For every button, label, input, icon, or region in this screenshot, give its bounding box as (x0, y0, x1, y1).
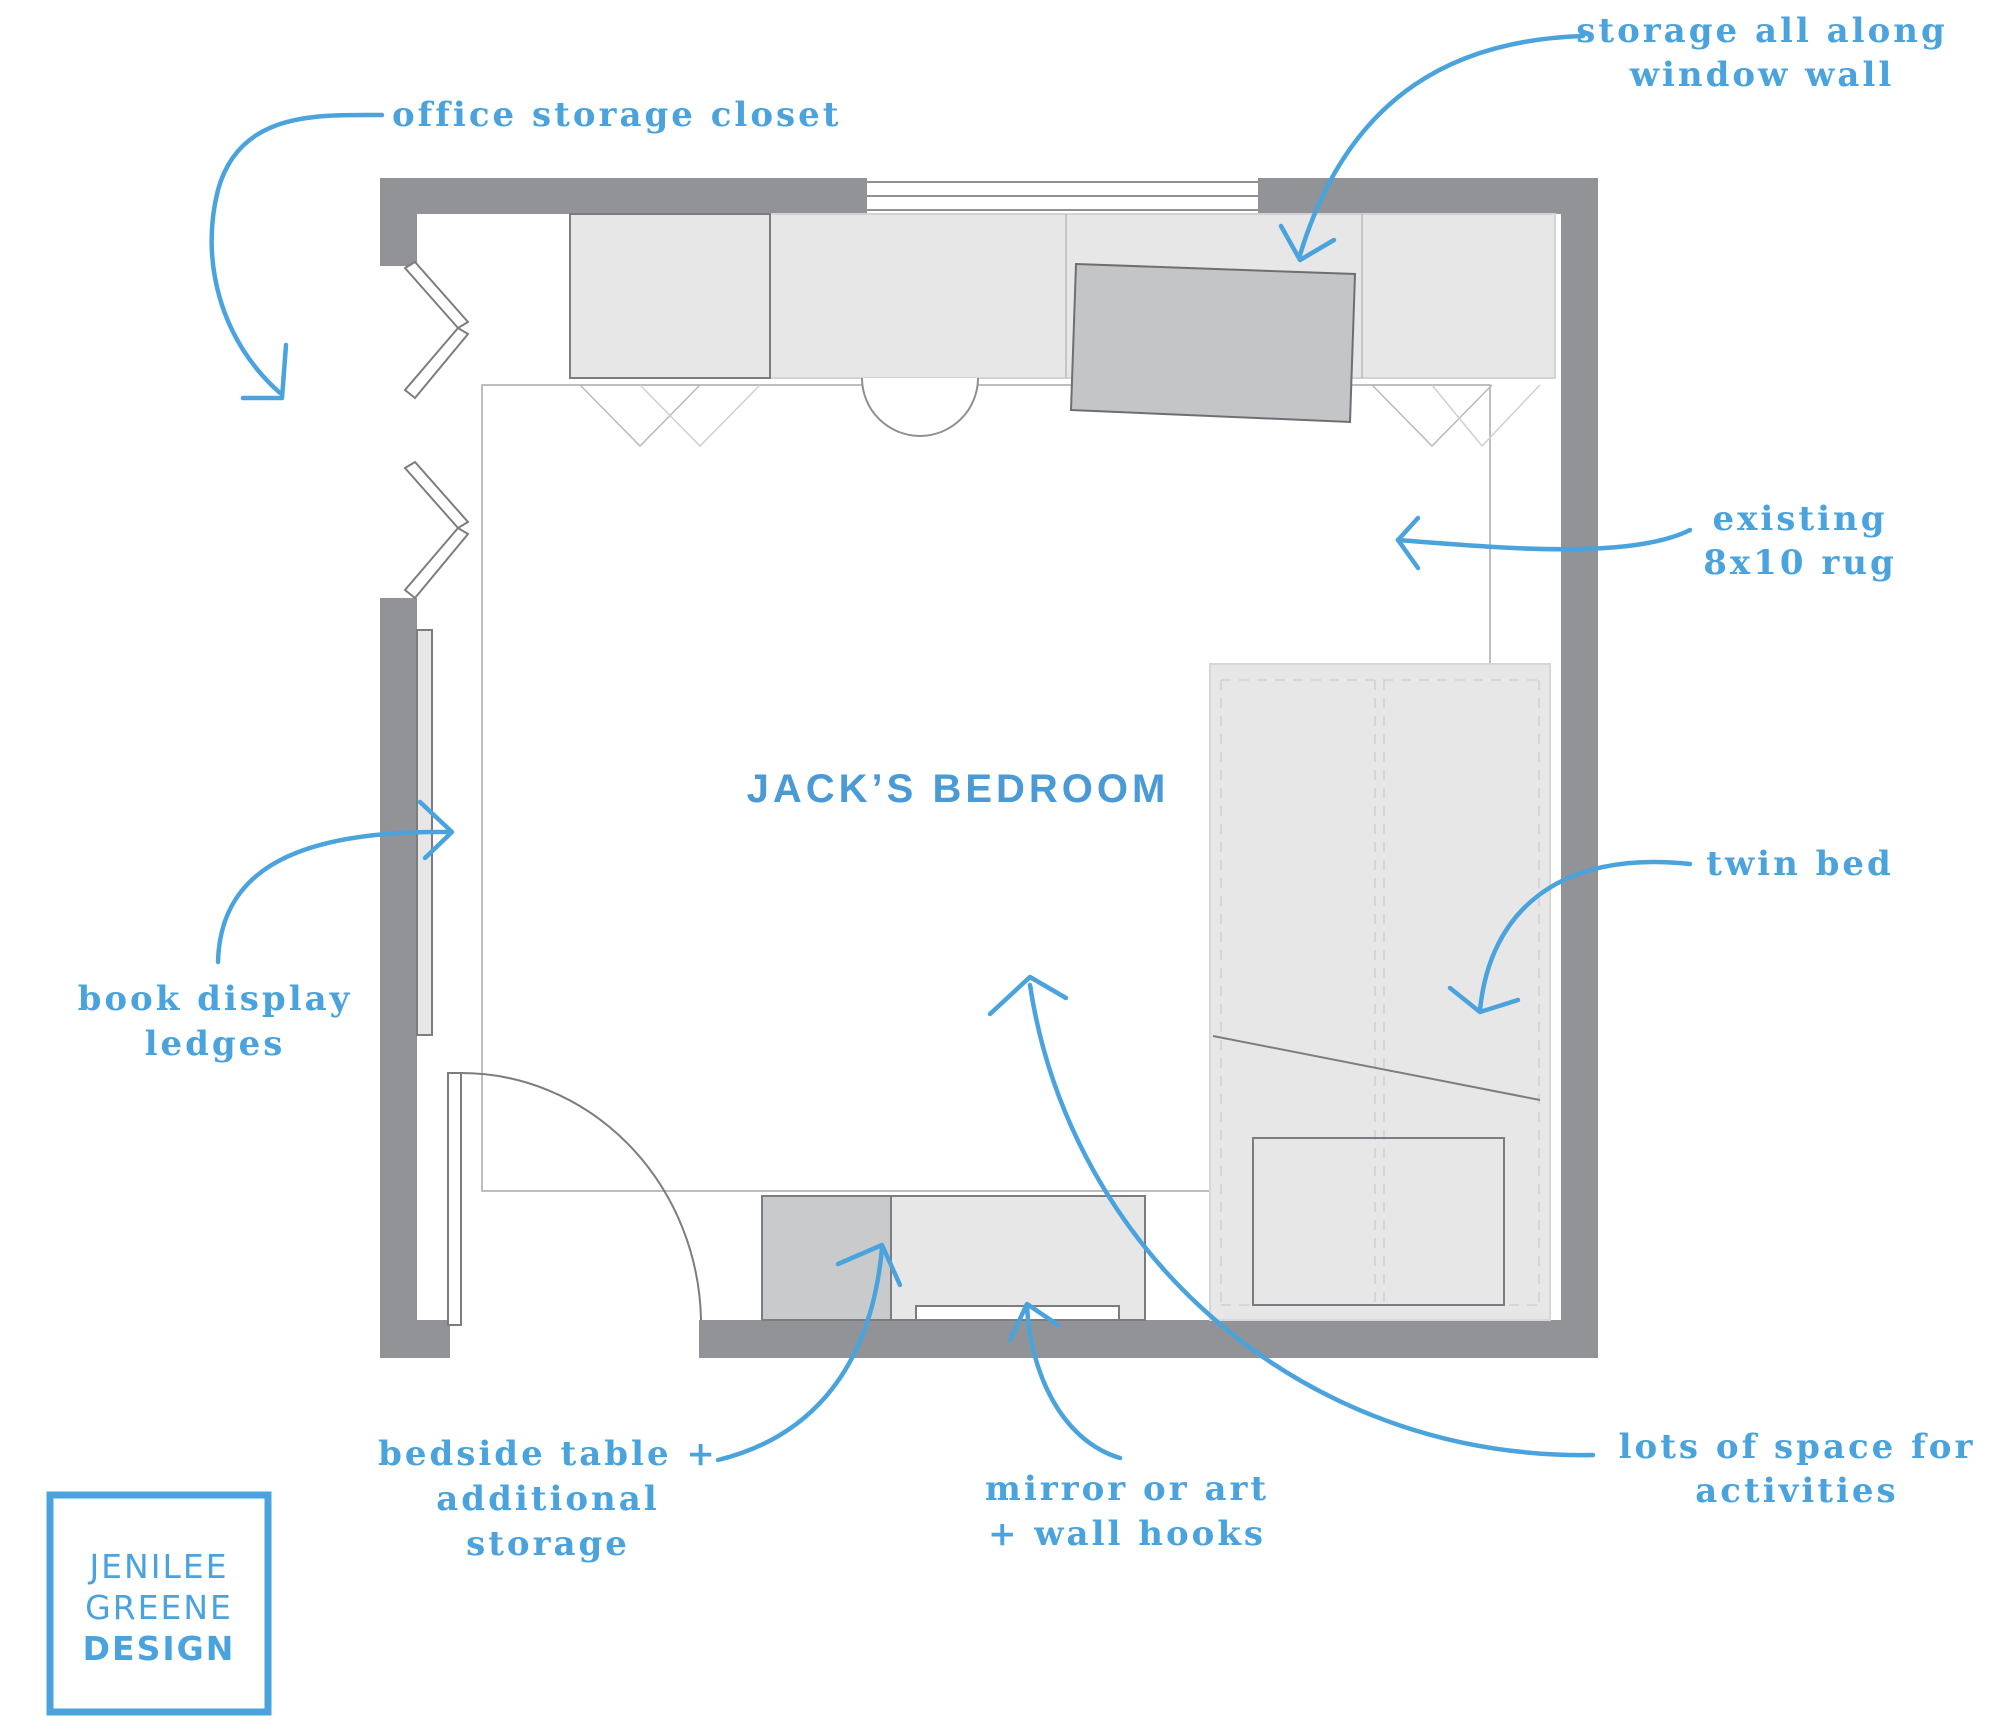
mirror-label-line-2: + wall hooks (988, 1514, 1266, 1554)
annotation-bedside-table: bedside table + additional storage (378, 1242, 903, 1564)
wall-left-top-stub (380, 178, 417, 266)
twin-bed-label: twin bed (1706, 844, 1894, 884)
annotation-book-ledges: book display ledges (78, 799, 455, 1064)
entry-door (447, 1072, 702, 1326)
window (867, 181, 1258, 211)
annotation-twin-bed: twin bed (1447, 844, 1894, 1015)
rug-label-line-2: 8x10 rug (1703, 543, 1897, 583)
book-ledges-label-line-1: book display (78, 979, 353, 1019)
wall-bottom-right (699, 1320, 1598, 1358)
arrow-bedside-table (715, 1245, 885, 1463)
activities-label-line-2: activities (1695, 1471, 1898, 1511)
twin-bed (1209, 663, 1551, 1321)
desk-chair (861, 377, 979, 437)
mirror-label-line-1: mirror or art (985, 1469, 1269, 1509)
logo-line-2: GREENE (85, 1588, 233, 1627)
window-wall-storage (569, 213, 1556, 448)
closet-doors (403, 260, 470, 600)
annotation-window-storage: storage all along window wall (1278, 11, 1948, 263)
arrow-rug (1395, 527, 1693, 552)
arrow-twin-bed (1477, 859, 1693, 1013)
bedside-table (761, 1195, 892, 1321)
wall-bottom-left (380, 1320, 450, 1358)
window-storage-label-line-1: storage all along (1576, 11, 1948, 51)
arrow-window-storage (1297, 33, 1586, 258)
room-walls (380, 178, 1598, 1358)
annotation-activities: lots of space for activities (987, 974, 1976, 1511)
bedside-table-label-line-3: storage (466, 1524, 630, 1564)
activities-label-line-1: lots of space for (1619, 1427, 1976, 1467)
annotation-office-closet: office storage closet (209, 95, 842, 401)
wall-left-lower (380, 598, 417, 1358)
dresser (890, 1195, 1146, 1321)
arrow-book-ledges (215, 829, 451, 965)
bedside-table-label-line-1: bedside table + (378, 1434, 718, 1474)
logo-frame (46, 1491, 272, 1716)
wall-top-left (380, 178, 867, 214)
arrow-office-closet (209, 112, 385, 396)
wall-top-right (1258, 178, 1598, 214)
book-ledges-label-line-2: ledges (145, 1024, 286, 1064)
annotation-mirror: mirror or art + wall hooks (985, 1301, 1269, 1554)
bedside-table-label-line-2: additional (436, 1479, 659, 1519)
logo-line-1: JENILEE (87, 1547, 228, 1586)
annotation-rug: existing 8x10 rug (1395, 499, 1897, 583)
brand-logo: JENILEE GREENE DESIGN (46, 1491, 272, 1716)
office-closet-label: office storage closet (392, 95, 842, 135)
room-title: JACK’S BEDROOM (747, 767, 1170, 811)
arrow-activities (1027, 982, 1596, 1458)
rug-label-line-1: existing (1712, 499, 1887, 539)
wall-right (1561, 178, 1598, 1358)
arrow-mirror (1024, 1303, 1123, 1461)
logo-line-3: DESIGN (83, 1629, 236, 1668)
desk (1069, 262, 1357, 424)
window-storage-label-line-2: window wall (1629, 55, 1895, 95)
